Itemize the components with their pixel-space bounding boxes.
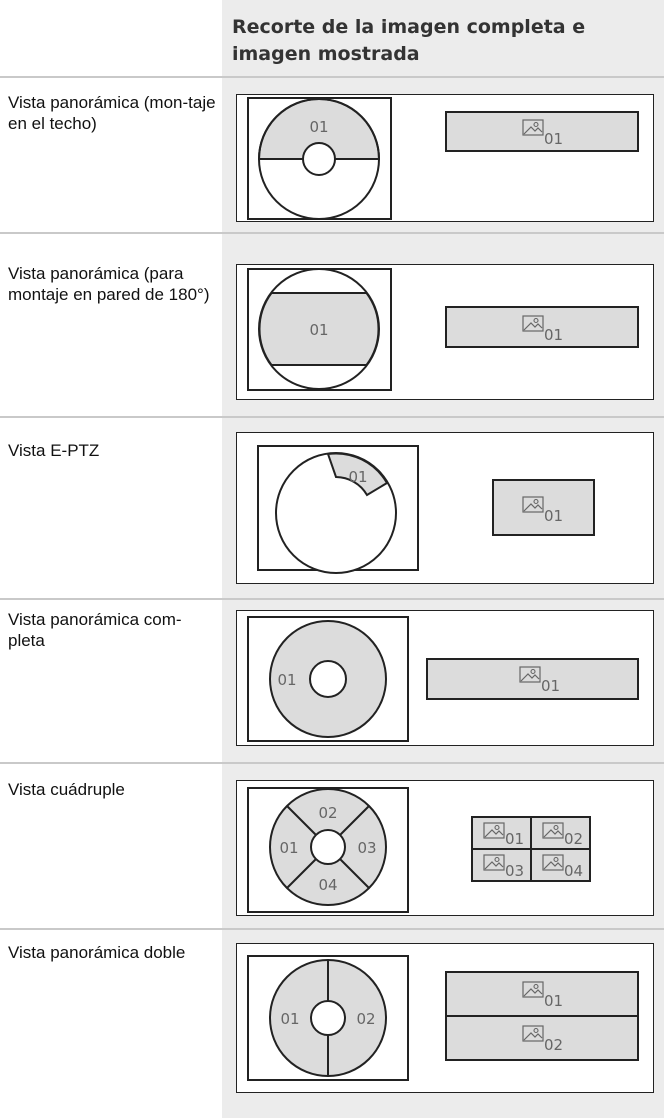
region-01	[326, 452, 389, 497]
image-icon	[522, 1025, 544, 1042]
region-label-01: 01	[280, 1010, 299, 1028]
output-label-01: 01	[544, 992, 563, 1010]
row-divider	[0, 928, 664, 930]
output-label-04: 04	[564, 862, 583, 880]
region-01	[258, 292, 380, 366]
header-empty-cell	[0, 0, 222, 76]
diagram-wall-panorama: 01 01	[236, 264, 654, 400]
output-label-01: 01	[541, 677, 560, 695]
output-frame-01	[426, 658, 639, 700]
row-label-full-panorama: Vista panorámica com-pleta	[8, 610, 182, 650]
row-label-wall-panorama: Vista panorámica (para montaje en pared …	[8, 264, 210, 304]
image-icon	[542, 854, 564, 871]
row-divider	[0, 762, 664, 764]
row-divider	[0, 416, 664, 418]
output-label-01: 01	[544, 130, 563, 148]
row-label-quad: Vista cuádruple	[8, 780, 125, 799]
image-icon	[522, 496, 544, 513]
center-circle	[310, 1000, 346, 1036]
image-icon	[519, 666, 541, 683]
header-title: Recorte de la imagen completa e imagen m…	[232, 16, 586, 65]
image-icon	[542, 822, 564, 839]
row-label-eptz: Vista E-PTZ	[8, 441, 100, 460]
output-label-02: 02	[544, 1036, 563, 1054]
center-circle	[309, 660, 347, 698]
region-label-01: 01	[348, 468, 367, 486]
table-header	[0, 0, 664, 76]
diagram-double-panorama: 01 02 01 02	[236, 943, 654, 1093]
image-icon	[483, 854, 505, 871]
output-label-01: 01	[505, 830, 524, 848]
region-label-04: 04	[318, 876, 337, 894]
row-label-ceiling-panorama: Vista panorámica (mon-taje en el techo)	[8, 93, 216, 133]
diagram-eptz: 01 01	[236, 432, 654, 584]
output-label-02: 02	[564, 830, 583, 848]
output-label-01: 01	[544, 326, 563, 344]
image-icon	[522, 119, 544, 136]
image-icon	[522, 981, 544, 998]
row-divider	[0, 232, 664, 234]
region-label-02: 02	[356, 1010, 375, 1028]
center-circle	[310, 829, 346, 865]
center-circle	[302, 142, 336, 176]
region-label-01: 01	[309, 118, 328, 136]
row-divider	[0, 76, 664, 78]
region-label-01: 01	[309, 321, 328, 339]
diagram-full-panorama: 01 01	[236, 610, 654, 746]
output-frame-01	[445, 306, 639, 348]
output-label-01: 01	[544, 507, 563, 525]
region-label-03: 03	[357, 839, 376, 857]
diagram-quad: 02 01 03 04 01 02 03 04	[236, 780, 654, 916]
region-label-01: 01	[277, 671, 296, 689]
image-icon	[522, 315, 544, 332]
row-divider	[0, 598, 664, 600]
region-label-02: 02	[318, 804, 337, 822]
image-icon	[483, 822, 505, 839]
output-label-03: 03	[505, 862, 524, 880]
header-title-cell	[222, 0, 664, 76]
diagram-ceiling-panorama: 01 01	[236, 94, 654, 222]
row-label-double-panorama: Vista panorámica doble	[8, 943, 186, 962]
region-label-01: 01	[279, 839, 298, 857]
